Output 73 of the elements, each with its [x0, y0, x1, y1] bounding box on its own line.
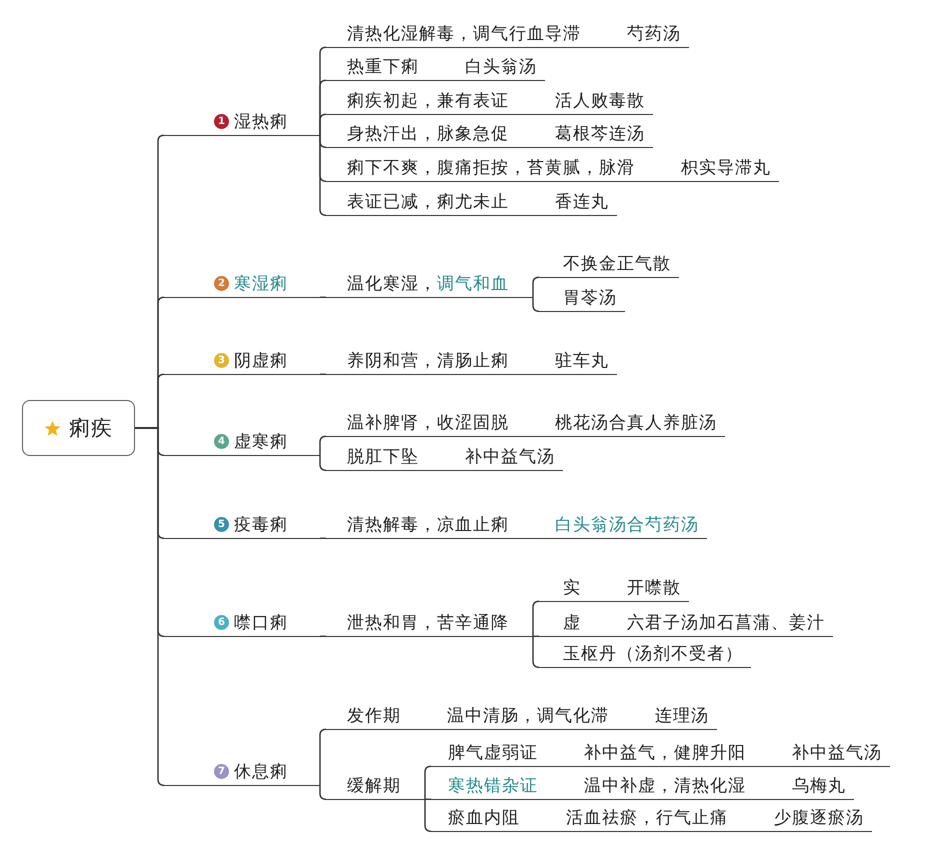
topic-text: 清热化湿解毒，调气行血导滞: [347, 22, 581, 44]
topic-text: 表证已减，痢尤未止: [347, 190, 509, 212]
connector-line: [319, 784, 327, 800]
topic-text: 阴虚痢: [234, 350, 288, 372]
topic-text: 白头翁汤: [465, 56, 537, 78]
topic-text: 活血祛瘀，行气止痛: [566, 806, 728, 828]
topic-text: 痢疾初起，兼有表证: [347, 90, 509, 112]
connector-line: [320, 374, 326, 375]
topic-text: 虚寒痢: [234, 430, 288, 452]
number-badge: 3: [214, 353, 229, 368]
number-badge: 5: [214, 517, 229, 532]
topic-text: 温中清肠，调气化滞: [447, 704, 609, 726]
topic-text: 寒热错杂证: [448, 774, 538, 796]
root-topic-box: [22, 400, 135, 456]
topic-text: 驻车丸: [555, 350, 609, 372]
number-badge: 1: [214, 114, 229, 129]
connector-line: [319, 454, 327, 471]
topic-text: 痢下不爽，腹痛拒按，苔黄腻，脉滑: [347, 156, 635, 178]
number-badge: 4: [214, 434, 229, 449]
topic-text: 养阴和营，清肠止痢: [347, 350, 509, 372]
root-topic-text: 痢疾: [69, 415, 113, 442]
topic-text: 发作期: [347, 704, 401, 726]
topic-text: 温化寒湿，调气和血: [347, 272, 509, 294]
topic-text: 身热汗出，脉象急促: [347, 122, 509, 144]
topic-text: 玉枢丹（汤剂不受者）: [563, 642, 743, 664]
topic-text: 虚: [563, 612, 581, 634]
topic-text: 乌梅丸: [792, 774, 846, 796]
topic-text: 桃花汤合真人养脏汤: [555, 412, 717, 434]
connector-line: [533, 636, 539, 637]
connector-line: [424, 798, 432, 832]
topic-text: 湿热痢: [234, 110, 288, 132]
connector-line: [320, 636, 326, 637]
connector-line: [320, 538, 326, 539]
topic-text: 少腹逐瘀汤: [774, 806, 864, 828]
topic-text: 热重下痢: [347, 56, 419, 78]
topic-text: 香连丸: [555, 190, 609, 212]
topic-text: 开噤散: [627, 576, 681, 598]
topic-text: 胃苓汤: [563, 286, 617, 308]
topic-text: 连理汤: [655, 704, 709, 726]
topic-text: 芍药汤: [627, 22, 681, 44]
topic-text: 脾气虚弱证: [448, 742, 538, 764]
topic-text: 瘀血内阻: [448, 806, 520, 828]
topic-text: 噤口痢: [234, 612, 288, 634]
number-badge: 6: [214, 615, 229, 630]
topic-text: 不换金正气散: [563, 252, 671, 274]
topic-text: 温中补虚，清热化湿: [584, 774, 746, 796]
topic-text: 白头翁汤合芍药汤: [555, 514, 699, 536]
topic-text: 补中益气汤: [465, 446, 555, 468]
topic-text: 泄热和胃，苦辛通降: [347, 612, 509, 634]
connector-line: [319, 114, 327, 136]
connector-line: [532, 276, 540, 298]
connector-line: [319, 436, 327, 456]
topic-text: 实: [563, 576, 581, 598]
connector-line: [532, 636, 540, 668]
topic-text: 活人败毒散: [555, 90, 645, 112]
connector-line: [135, 427, 165, 786]
topic-text: 枳实导滞丸: [681, 156, 771, 178]
topic-text: 补中益气汤: [792, 742, 882, 764]
number-badge: 2: [214, 276, 229, 291]
topic-text: 脱肛下坠: [347, 446, 419, 468]
topic-text: 清热解毒，凉血止痢: [347, 514, 509, 536]
connector-line: [425, 798, 431, 800]
number-badge: 7: [214, 764, 229, 779]
topic-text: 葛根芩连汤: [555, 122, 645, 144]
topic-text: 六君子汤加石菖蒲、姜汁: [627, 612, 825, 634]
connector-line: [320, 296, 326, 298]
topic-text: 寒湿痢: [234, 272, 288, 294]
topic-text: 补中益气，健脾升阳: [584, 742, 746, 764]
topic-text: 休息痢: [234, 760, 288, 782]
topic-text: 温补脾肾，收涩固脱: [347, 412, 509, 434]
topic-text: 缓解期: [347, 774, 401, 796]
connector-line: [532, 296, 540, 312]
topic-text: 疫毒痢: [234, 514, 288, 536]
